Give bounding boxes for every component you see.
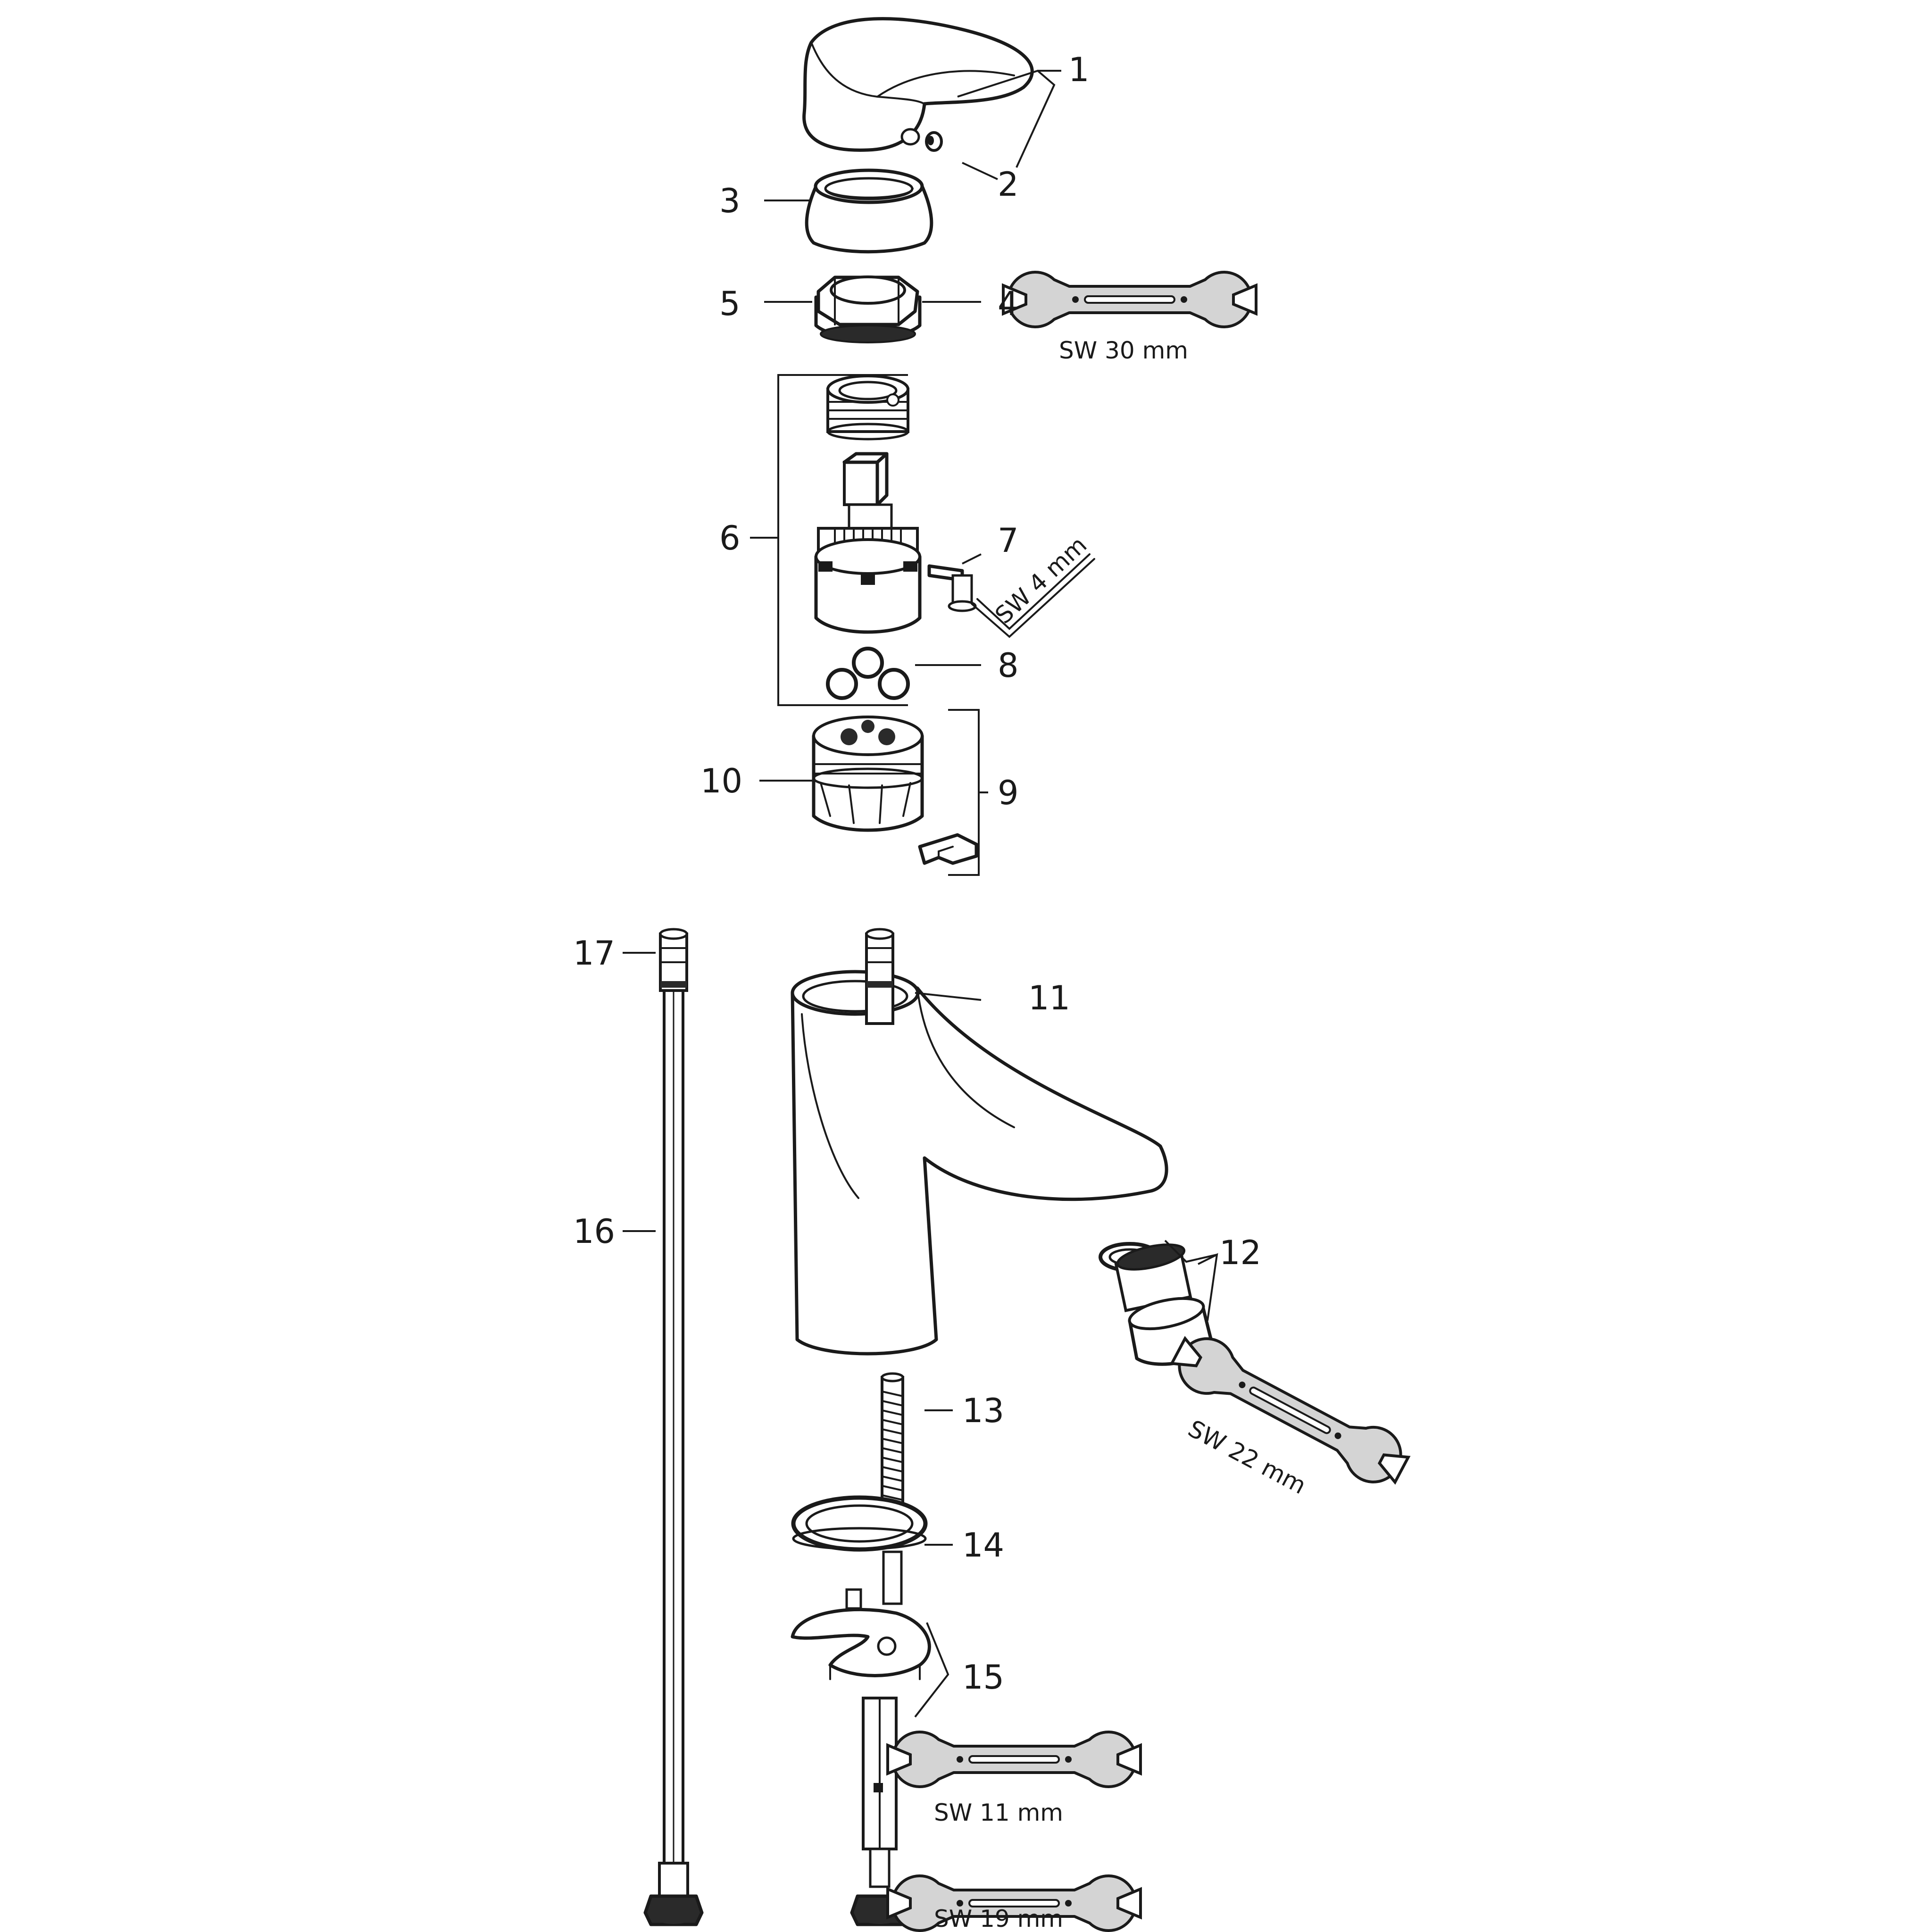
wrench-sw11-label: SW 11 mm xyxy=(934,1799,1063,1826)
wrench-sw30 xyxy=(1003,272,1256,327)
retaining-clip xyxy=(918,833,978,865)
wrench-sw30-label: SW 30 mm xyxy=(1059,337,1188,364)
callout-9: 9 xyxy=(998,774,1019,812)
faucet-body xyxy=(791,970,1168,1356)
callout-8: 8 xyxy=(998,646,1019,685)
callout-16: 16 xyxy=(573,1212,615,1251)
aerator-insert xyxy=(1114,1243,1192,1313)
wrench-sw19-label: SW 19 mm xyxy=(934,1905,1063,1932)
base-seal xyxy=(791,1495,928,1552)
callout-17: 17 xyxy=(573,934,615,973)
mounting-bracket xyxy=(791,1550,931,1680)
callout-1: 1 xyxy=(1068,50,1090,89)
hex-key xyxy=(971,553,1095,638)
callout-12: 12 xyxy=(1219,1233,1261,1272)
hose-connector-left xyxy=(659,928,688,992)
valve-insert xyxy=(812,716,924,832)
callout-7: 7 xyxy=(998,521,1019,560)
callout-10: 10 xyxy=(700,762,742,800)
callout-11: 11 xyxy=(1028,979,1070,1017)
hose-connector-right xyxy=(865,928,894,1025)
callout-5: 5 xyxy=(719,284,741,323)
wrench-sw11 xyxy=(888,1732,1141,1787)
lever-handle xyxy=(802,17,1034,152)
callout-2: 2 xyxy=(998,165,1019,204)
cartridge-pin xyxy=(927,564,977,612)
cartridge-thread-ring xyxy=(826,375,909,441)
leader-lines xyxy=(623,69,1218,1718)
cover-cap xyxy=(805,168,933,254)
callout-6: 6 xyxy=(719,519,741,558)
callout-14: 14 xyxy=(962,1526,1004,1565)
seal-ring xyxy=(826,647,910,700)
callout-15: 15 xyxy=(962,1658,1004,1697)
set-screw xyxy=(925,131,943,152)
callout-4: 4 xyxy=(998,284,1019,323)
cartridge xyxy=(814,452,922,634)
callout-3: 3 xyxy=(719,182,741,220)
supply-hose-left xyxy=(643,989,704,1926)
hex-nut xyxy=(814,275,922,343)
callout-13: 13 xyxy=(962,1391,1004,1430)
